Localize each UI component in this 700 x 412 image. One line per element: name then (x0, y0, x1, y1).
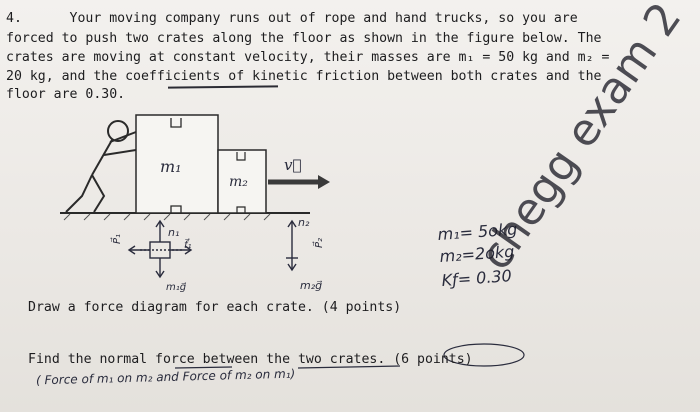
fbd1-f-label: f⃗₁ (184, 238, 192, 251)
hand-circle-points (443, 343, 525, 367)
floor-hatching (63, 213, 271, 221)
hand-underline-force (174, 366, 233, 369)
fbd2-p2-label: P⃗₂ (312, 238, 325, 248)
problem-line-5: floor are 0.30. (6, 87, 126, 102)
fbd2-mg-label: m₂g⃗ (300, 279, 322, 292)
crate-m1 (135, 114, 219, 214)
fbd2-n2-label: n₂ (298, 216, 310, 229)
prompt-draw-force-diagram: Draw a force diagram for each crate. (4 … (28, 300, 402, 315)
problem-line-4: 20 kg, and the coefficients of kinetic f… (6, 69, 602, 84)
crate-m2-handle-bottom (236, 206, 246, 213)
fbd-crate-1 (127, 219, 193, 279)
problem-text-1: Your moving company runs out of rope and… (69, 11, 578, 26)
given-kinetic-coefficient: Kƒ= 0.30 (441, 266, 512, 290)
velocity-label: v⃗ (284, 156, 301, 174)
hand-underline-crates (297, 365, 401, 369)
fbd1-p1-label: P⃗₁ (110, 234, 123, 244)
problem-number: 4. (6, 11, 22, 26)
fbd1-mg-label: m₁g⃗ (166, 282, 186, 293)
fbd-crate-2 (286, 219, 298, 272)
crate-m1-handle-top (170, 118, 182, 128)
crate-m1-label: m₁ (160, 157, 182, 176)
crate-m2-handle-top (236, 152, 246, 161)
prompt-find-normal-force: Find the normal force between the two cr… (28, 352, 473, 367)
velocity-arrowhead (318, 175, 330, 189)
fbd1-n1-label: n₁ (168, 226, 179, 239)
stick-figure-person (65, 120, 137, 213)
crate-m2-label: m₂ (229, 174, 248, 190)
crate-m1-handle-bottom (170, 205, 182, 213)
problem-line-2: forced to push two crates along the floo… (6, 31, 602, 46)
problem-line-3: crates are moving at constant velocity, … (6, 50, 610, 65)
problem-line-1: 4. Your moving company runs out of rope … (6, 10, 578, 28)
